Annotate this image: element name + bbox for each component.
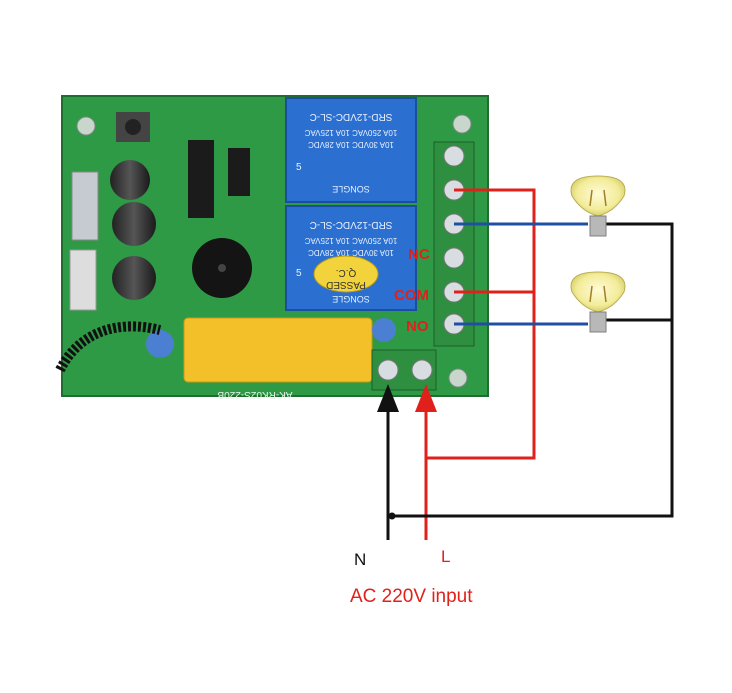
bulb-glass — [570, 271, 626, 313]
relay-rating: 10A 250VAC 10A 125VAC — [304, 236, 397, 245]
terminal-screw — [443, 145, 465, 167]
x2-capacitor — [183, 317, 373, 383]
qc-line1: Q.C. — [336, 267, 357, 278]
crystal — [71, 171, 99, 241]
capacitor — [110, 160, 150, 200]
neutral-lamp-wire — [388, 222, 674, 518]
buzzer-hole — [218, 264, 226, 272]
relay-rating: 10A 30VDC 10A 28VDC — [308, 140, 394, 149]
push-button-cap — [125, 119, 141, 135]
relay-model: SRD-12VDC-SL-C — [310, 219, 393, 230]
terminal-screw — [411, 359, 433, 381]
qc-passed-sticker: Q.C. PASSED — [313, 255, 379, 293]
neutral-wiring — [377, 222, 674, 540]
mounting-hole — [76, 116, 96, 136]
lamp-1 — [570, 175, 626, 237]
neutral-label: N — [354, 550, 367, 569]
com-terminal-label: COM — [394, 287, 429, 304]
blue-capacitor — [146, 330, 174, 358]
load-wiring — [454, 222, 588, 326]
output-terminal-block — [433, 141, 475, 347]
relay-number: 5 — [296, 268, 302, 279]
live-wiring — [415, 188, 536, 540]
relay-brand: SONGLE — [332, 184, 370, 194]
capacitor — [112, 202, 156, 246]
bulb-filament — [589, 285, 607, 303]
lamp-2 — [570, 271, 626, 333]
rf-module — [69, 249, 97, 311]
relay-brand: SONGLE — [332, 294, 370, 304]
relay-rating: 10A 250VAC 10A 125VAC — [304, 128, 397, 137]
mounting-hole — [452, 114, 472, 134]
relay-number: 5 — [296, 162, 302, 173]
capacitor — [112, 256, 156, 300]
junction-dot — [388, 512, 396, 520]
qc-line2: PASSED — [326, 279, 366, 290]
live-wire — [424, 188, 536, 540]
terminal-screw — [377, 359, 399, 381]
relay-model: SRD-12VDC-SL-C — [310, 111, 393, 122]
relay-1: SRD-12VDC-SL-C 10A 250VAC 10A 125VAC 10A… — [285, 97, 417, 203]
board-label: AK-RK02S-220B — [217, 389, 292, 400]
neutral-arrow — [377, 384, 399, 412]
bulb-filament — [589, 189, 607, 207]
input-terminal-block — [371, 349, 437, 391]
relay-module-board: SRD-12VDC-SL-C 10A 250VAC 10A 125VAC 10A… — [61, 95, 489, 400]
ic-chip — [188, 140, 214, 218]
bulb-base — [589, 311, 607, 333]
terminal-housing — [433, 141, 475, 347]
mounting-hole — [448, 368, 468, 388]
bulb-glass — [570, 175, 626, 217]
ac-input-caption: AC 220V input — [350, 586, 473, 607]
relay-rating: 10A 30VDC 10A 28VDC — [308, 248, 394, 257]
no-terminal-label: NO — [406, 318, 429, 335]
ic-chip — [228, 148, 250, 196]
nc-terminal-label: NC — [408, 246, 430, 263]
terminal-screw — [443, 247, 465, 269]
relay-body — [285, 97, 417, 203]
live-label: L — [441, 547, 451, 566]
blue-capacitor — [372, 318, 396, 342]
live-arrow — [415, 384, 437, 412]
bulb-base — [589, 215, 607, 237]
